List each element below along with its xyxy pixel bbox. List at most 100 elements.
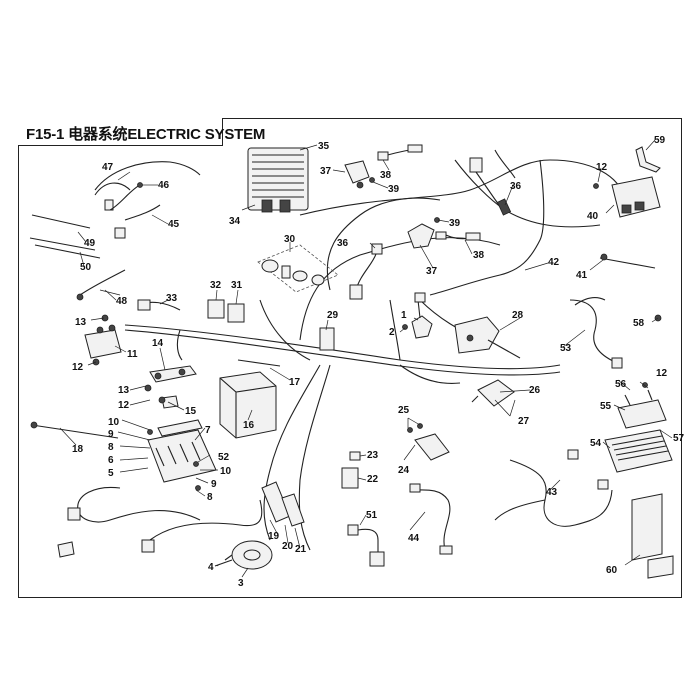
callout-13-lower: 13 bbox=[118, 385, 130, 396]
part-24-coil bbox=[407, 423, 450, 461]
harness-lower-left bbox=[57, 486, 263, 558]
callout-42: 42 bbox=[548, 257, 560, 268]
part-53-harness bbox=[569, 296, 623, 369]
part-33-connector bbox=[137, 299, 181, 311]
part-32-relay bbox=[207, 299, 225, 319]
part-21-part bbox=[281, 493, 305, 527]
part-41-wire bbox=[599, 253, 656, 269]
part-29-connector bbox=[319, 327, 335, 351]
title-box: F15-1 电器系统ELECTRIC SYSTEM bbox=[18, 118, 265, 146]
diagram-title: F15-1 电器系统ELECTRIC SYSTEM bbox=[26, 126, 266, 143]
callout-24: 24 bbox=[398, 465, 410, 476]
part-50-wire bbox=[29, 237, 101, 259]
part-59-bracket bbox=[635, 146, 661, 173]
callout-8-left: 8 bbox=[108, 442, 114, 453]
callout-41: 41 bbox=[576, 270, 588, 281]
callout-56: 56 bbox=[615, 379, 627, 390]
callout-34: 34 bbox=[229, 216, 241, 227]
harness-42 bbox=[299, 149, 626, 296]
part-37-sensor-middle bbox=[407, 223, 435, 249]
part-47-wire bbox=[94, 161, 201, 211]
callout-9-left: 9 bbox=[108, 429, 114, 440]
part-48-wire bbox=[76, 269, 126, 301]
callout-46: 46 bbox=[158, 180, 170, 191]
callout-37-middle: 37 bbox=[426, 266, 438, 277]
diagram-frame bbox=[18, 118, 682, 598]
callout-20: 20 bbox=[282, 541, 294, 552]
callout-45: 45 bbox=[168, 219, 180, 230]
callout-30: 30 bbox=[284, 234, 296, 245]
callout-44: 44 bbox=[408, 533, 420, 544]
callout-47: 47 bbox=[102, 162, 114, 173]
part-51-connector bbox=[347, 524, 385, 567]
callout-13-upper: 13 bbox=[75, 317, 87, 328]
callout-38-middle: 38 bbox=[473, 250, 485, 261]
callout-53: 53 bbox=[560, 343, 572, 354]
callout-9-right: 9 bbox=[211, 479, 217, 490]
part-55-bracket bbox=[617, 389, 667, 429]
part-49-wire bbox=[31, 214, 91, 229]
part-11-starter-relay bbox=[84, 324, 122, 359]
callout-32: 32 bbox=[210, 280, 222, 291]
part-54-controller bbox=[604, 429, 673, 473]
callout-1: 1 bbox=[401, 310, 407, 321]
callout-39-middle: 39 bbox=[449, 218, 461, 229]
callout-59: 59 bbox=[654, 135, 666, 146]
part-44-harness bbox=[409, 483, 453, 555]
callout-54: 54 bbox=[590, 438, 602, 449]
part-4-bolt bbox=[214, 559, 233, 567]
callout-55: 55 bbox=[600, 401, 612, 412]
callout-21: 21 bbox=[295, 544, 307, 555]
callout-6: 6 bbox=[108, 455, 114, 466]
fasteners bbox=[92, 177, 648, 491]
callout-28: 28 bbox=[512, 310, 524, 321]
callout-15: 15 bbox=[185, 406, 197, 417]
part-17-wire bbox=[237, 359, 281, 367]
callout-8-right: 8 bbox=[207, 492, 213, 503]
callout-22: 22 bbox=[367, 474, 379, 485]
part-23-connector bbox=[349, 451, 361, 461]
part-38-cable-upper bbox=[377, 144, 423, 161]
callout-48: 48 bbox=[116, 296, 128, 307]
callout-43: 43 bbox=[546, 487, 558, 498]
callout-numbers: 35 37 38 39 36 12 40 59 34 30 36 39 38 3… bbox=[72, 135, 685, 589]
part-31-relay bbox=[227, 303, 245, 323]
callout-25: 25 bbox=[398, 405, 410, 416]
callout-38-upper: 38 bbox=[380, 170, 392, 181]
callout-4: 4 bbox=[208, 562, 214, 573]
callout-26: 26 bbox=[529, 385, 541, 396]
callout-37-upper: 37 bbox=[320, 166, 332, 177]
callout-12-left: 12 bbox=[72, 362, 84, 373]
callout-52: 52 bbox=[218, 452, 230, 463]
part-3-horn bbox=[224, 540, 273, 570]
callout-23: 23 bbox=[367, 450, 379, 461]
part-38-cable-middle bbox=[435, 231, 481, 241]
callout-19: 19 bbox=[268, 531, 280, 542]
callout-40: 40 bbox=[587, 211, 599, 222]
callout-18: 18 bbox=[72, 444, 84, 455]
callout-57: 57 bbox=[673, 433, 685, 444]
part-45-wire bbox=[114, 204, 161, 239]
callout-36-middle: 36 bbox=[337, 238, 349, 249]
callout-49: 49 bbox=[84, 238, 96, 249]
callout-12-upper: 12 bbox=[596, 162, 608, 173]
callout-31: 31 bbox=[231, 280, 243, 291]
callout-36-upper: 36 bbox=[510, 181, 522, 192]
part-60-module bbox=[631, 493, 674, 579]
callout-2: 2 bbox=[389, 327, 395, 338]
part-22-part bbox=[341, 467, 359, 489]
part-18-rod bbox=[30, 421, 119, 439]
part-34-regulator-rectifier bbox=[247, 147, 309, 213]
callout-58: 58 bbox=[633, 318, 645, 329]
part-1-switch bbox=[411, 292, 433, 339]
part-43-harness bbox=[494, 449, 613, 527]
callout-51: 51 bbox=[366, 510, 378, 521]
part-36-sensor-middle bbox=[349, 243, 383, 300]
part-40-ecu bbox=[611, 176, 661, 218]
part-30-kit bbox=[257, 244, 339, 293]
callout-29: 29 bbox=[327, 310, 339, 321]
callout-10-right: 10 bbox=[220, 466, 232, 477]
callout-33: 33 bbox=[166, 293, 178, 304]
